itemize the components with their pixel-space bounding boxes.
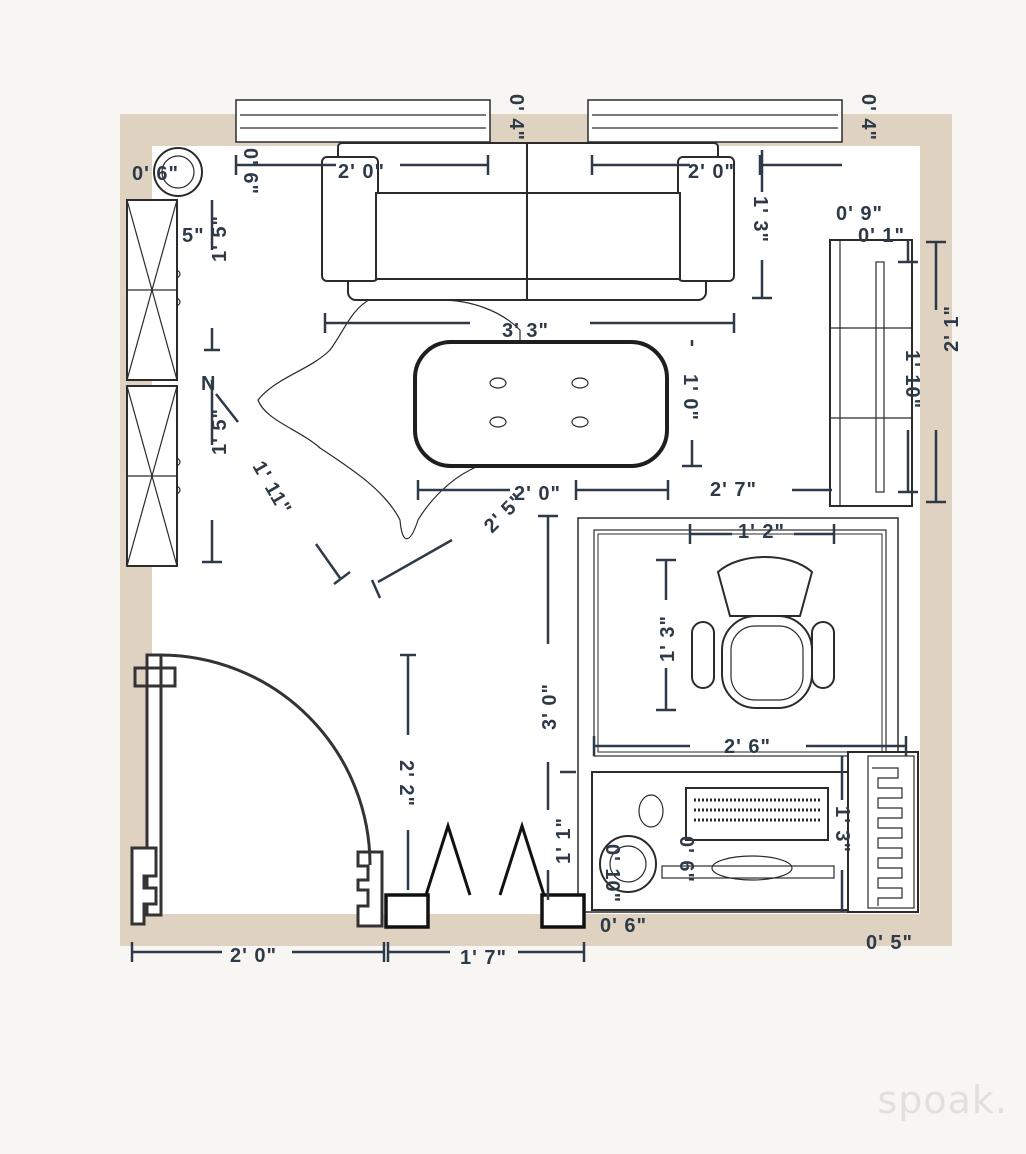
dresser-bottom [126,385,181,567]
door [130,653,384,928]
dim-entry-width: 1' 7" [460,947,507,969]
entry-posts [384,821,586,929]
window-left [235,99,491,143]
dim-ottoman-left-gap: 2' 0" [514,483,561,505]
dim-sofa-left-gap: 2' 0" [338,161,385,183]
cowhide-rug [257,297,521,540]
dim-desk-item-b: 0' 10" [601,844,623,903]
dim-sofa-width: 3' 3" [502,320,549,342]
shelf-unit [829,239,913,507]
dim-plant-gap: 0' 6" [239,148,261,195]
dim-chair-depth: 1' 3" [657,615,679,662]
plant [153,147,203,197]
desk-area [577,517,899,913]
dim-ottoman-depth: 1' 0" [679,374,701,421]
dim-radiator-depth: 0' 5" [866,932,913,954]
dim-sofa-right-gap: 2' 0" [688,161,735,183]
dim-radiator-length: 1' 3" [831,806,853,853]
dim-shelf-depth: 0' 9" [836,203,883,225]
dim-plant: 0' 6" [132,163,179,185]
desk [591,771,849,911]
dim-window-right: 0' 4" [857,94,879,141]
spoak-logo: spoak. [877,1078,1008,1122]
dim-dresser-label: N [201,373,216,395]
dim-walkway: 2' 2" [395,760,417,807]
dim-desk-depth: 1' 1" [553,817,575,864]
office-chair [691,556,835,709]
dim-sofa-depth: 1' 3" [749,196,771,243]
dim-dresser-bottom: 1' 5" [209,408,231,455]
dim-chair-width: 1' 2" [738,521,785,543]
dresser-top [126,199,181,381]
window-right [587,99,843,143]
dim-shelf-length: 1' 10" [901,350,923,409]
dim-door-width: 2' 0" [230,945,277,967]
dim-shelf-span: 2' 1" [941,305,963,352]
dim-shelf-gap: 0' 1" [858,225,905,247]
dimension-lines [130,150,946,962]
dim-dresser-depth: 5" [182,225,205,247]
dim-desk-side-gap: 0' 6" [600,915,647,937]
dim-desk-area-depth: 3' 0" [539,683,561,730]
ottoman [413,340,669,468]
dim-dresser-top: 1' 5" [209,215,231,262]
dim-window-left: 0' 4" [505,94,527,141]
dim-desk-item-a: 0' 6" [675,836,697,883]
radiator [847,751,919,913]
dim-desk-width: 2' 6" [724,736,771,758]
sofa [321,142,735,301]
dim-ottoman-right-gap: 2' 7" [710,479,757,501]
